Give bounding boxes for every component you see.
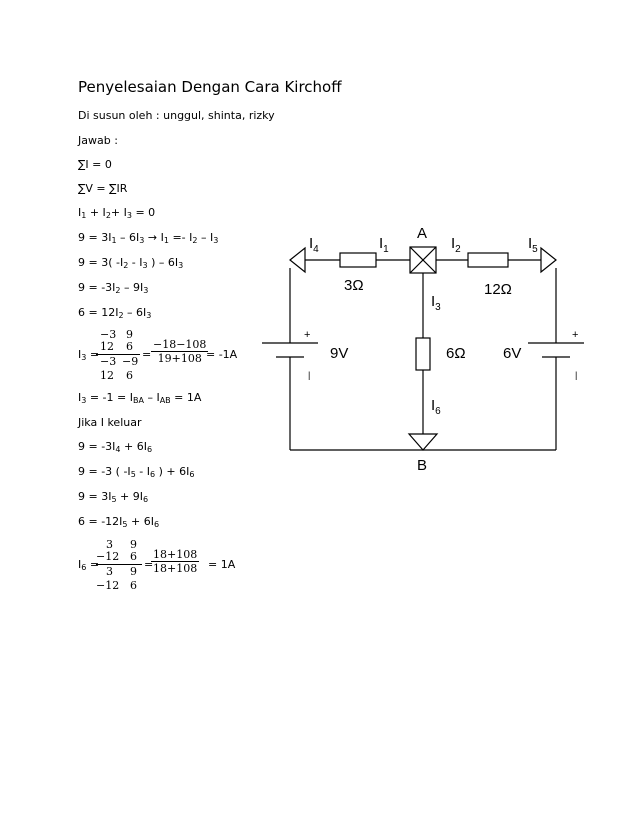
jawab-label: Jawab : <box>78 134 118 147</box>
equation-line-1: I1 + I2+ I3 = 0 <box>78 206 156 220</box>
document-title: Penyelesaian Dengan Cara Kirchoff <box>78 78 342 96</box>
det-cell: 9 <box>130 538 137 551</box>
equation-line-4: 9 = -3I2 – 9I3 <box>78 281 149 295</box>
node-b-label: B <box>417 457 427 474</box>
i3-prefix: I3 = <box>78 348 100 362</box>
battery-right-plus: + <box>572 329 578 341</box>
det-cell: −12 <box>96 579 120 592</box>
equation-line-10: 6 = -12I5 + 6I6 <box>78 515 160 529</box>
current-i3-label: I3 <box>431 293 441 313</box>
i3-result: = -1A <box>206 348 238 361</box>
det-cell: 6 <box>126 369 133 382</box>
det-cell: 12 <box>100 369 114 382</box>
battery-left-plus: + <box>304 329 310 341</box>
battery-6v-label: 6V <box>503 345 521 362</box>
resistor-6-ohm <box>415 337 431 371</box>
fraction-denominator: 18+108 <box>153 562 198 575</box>
fraction-denominator: 19+108 <box>157 352 202 365</box>
resistor-6-ohm-label: 6Ω <box>446 345 466 362</box>
i6-result: = 1A <box>208 558 236 571</box>
det-cell: 12 <box>100 340 114 353</box>
author-line: Di susun oleh : unggul, shinta, rizky <box>78 109 275 122</box>
current-i1-label: I1 <box>379 235 389 255</box>
equals-sign: = <box>142 348 152 361</box>
current-i2-label: I2 <box>451 235 461 255</box>
i6-fraction: 18+108 18+108 <box>151 548 200 575</box>
node-a-label: A <box>417 225 427 242</box>
det-cell: 9 <box>130 565 137 578</box>
jika-label: Jika I keluar <box>78 416 142 429</box>
arrow-left-icon <box>289 246 306 274</box>
equals-sign: = <box>144 558 154 571</box>
battery-right-icon <box>528 342 584 358</box>
det-cell: 9 <box>126 328 133 341</box>
current-i5-label: I5 <box>528 235 538 255</box>
fraction-numerator: −18−108 <box>153 338 207 351</box>
resistor-3-ohm <box>339 252 377 268</box>
equation-line-7: 9 = -3I4 + 6I6 <box>78 440 153 454</box>
battery-right-minus: | <box>575 370 577 380</box>
current-i4-label: I4 <box>309 235 319 255</box>
battery-left-icon <box>262 342 318 358</box>
current-i6-label: I6 <box>431 397 441 417</box>
resistor-12-ohm <box>467 252 509 268</box>
equation-line-3: 9 = 3( -I2 - I3 ) – 6I3 <box>78 256 184 270</box>
i3-determinant: −3 9 12 6 −3 −9 12 6 <box>96 328 140 382</box>
det-cell: 6 <box>126 340 133 353</box>
equation-line-8: 9 = -3 ( -I5 - I6 ) + 6I6 <box>78 465 195 479</box>
equation-sum-voltage: ∑V = ∑IR <box>78 182 128 195</box>
resistor-12-ohm-label: 12Ω <box>484 281 512 298</box>
node-a-marker <box>409 246 437 274</box>
fraction-bar <box>96 354 140 355</box>
det-cell: 3 <box>106 565 113 578</box>
equation-line-2: 9 = 3I1 – 6I3 → I1 =- I2 – I3 <box>78 231 219 245</box>
det-cell: 3 <box>106 538 113 551</box>
det-cell: −12 <box>96 550 120 563</box>
det-cell: 6 <box>130 579 137 592</box>
det-cell: −3 <box>100 328 117 341</box>
battery-9v-label: 9V <box>330 345 348 362</box>
i6-determinant: 3 9 −12 6 3 9 −12 6 <box>96 538 142 592</box>
det-cell: −3 <box>100 355 117 368</box>
arrow-right-icon <box>540 246 557 274</box>
det-cell: −9 <box>122 355 139 368</box>
i3-fraction: −18−108 19+108 <box>151 338 209 365</box>
arrow-down-icon <box>407 433 439 451</box>
resistor-3-ohm-label: 3Ω <box>344 277 364 294</box>
det-cell: 6 <box>130 550 137 563</box>
equation-line-5: 6 = 12I2 – 6I3 <box>78 306 152 320</box>
battery-left-minus: | <box>308 370 310 380</box>
i6-prefix: I6 = <box>78 558 100 572</box>
equation-line-6: I3 = -1 = IBA – IAB = 1A <box>78 391 202 405</box>
fraction-numerator: 18+108 <box>153 548 198 561</box>
equation-sum-current: ∑I = 0 <box>78 158 112 171</box>
fraction-bar <box>151 351 209 352</box>
fraction-bar <box>151 561 200 562</box>
fraction-bar <box>96 564 142 565</box>
equation-line-9: 9 = 3I5 + 9I6 <box>78 490 149 504</box>
